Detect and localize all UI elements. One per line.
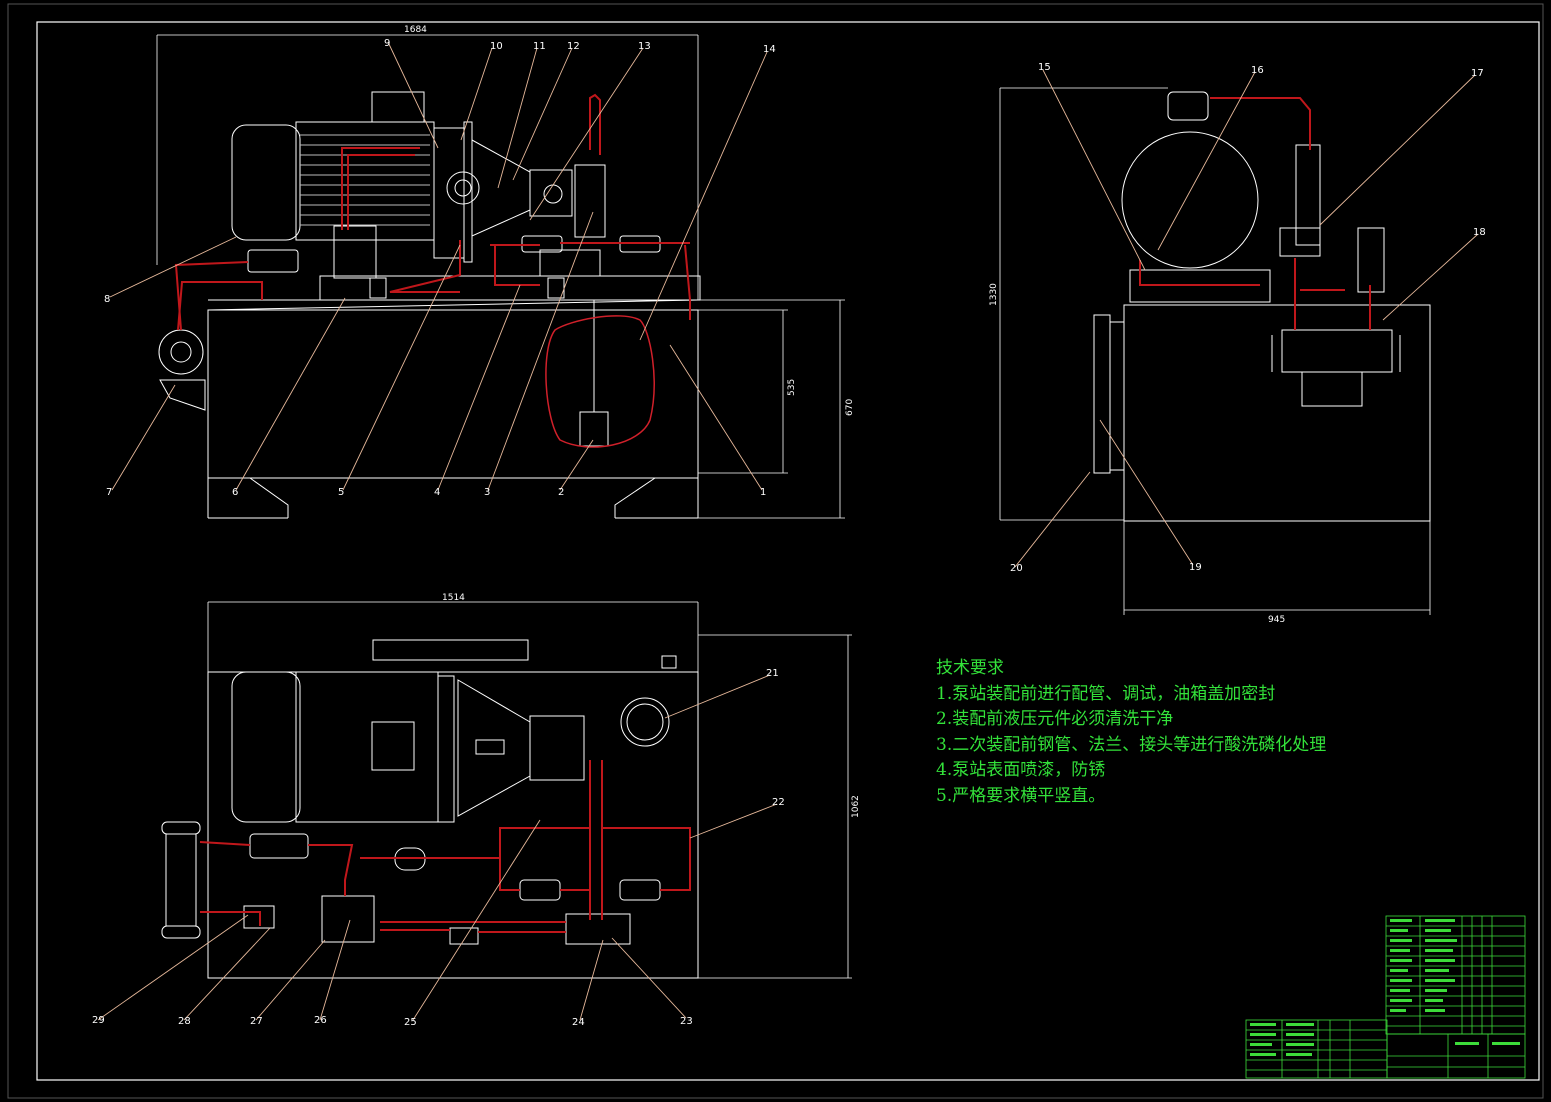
front-view-pipes: [174, 93, 691, 448]
title-block-text-marks: [1250, 919, 1520, 1056]
callout-15: 15: [1038, 62, 1051, 73]
top-view-pipes: [199, 760, 691, 933]
callout-22: 22: [772, 797, 785, 808]
dim-side-width: 945: [1268, 615, 1285, 625]
top-view: [161, 639, 699, 979]
callout-16: 16: [1251, 65, 1264, 76]
notes-title: 技术要求: [936, 658, 1004, 678]
callout-6: 6: [232, 487, 238, 498]
callout-18: 18: [1473, 227, 1486, 238]
callout-12: 12: [567, 41, 580, 52]
outer-frame: [7, 3, 1544, 1099]
drawing-border: [36, 21, 1540, 1081]
side-view: [1093, 91, 1431, 522]
technical-requirements: 技术要求 1.泵站装配前进行配管、调试，油箱盖加密封 2.装配前液压元件必须清洗…: [936, 656, 1326, 809]
callout-28: 28: [178, 1016, 191, 1027]
dim-front-tank-height: 535: [787, 379, 797, 396]
callout-23: 23: [680, 1016, 693, 1027]
side-view-dimensions: [999, 87, 1431, 615]
callout-26: 26: [314, 1015, 327, 1026]
top-view-dimensions: [207, 601, 852, 979]
note-item: 4.泵站表面喷漆，防锈: [936, 760, 1106, 780]
note-item: 1.泵站装配前进行配管、调试，油箱盖加密封: [936, 683, 1276, 704]
callout-29: 29: [92, 1015, 105, 1026]
dim-top-width: 1514: [442, 593, 465, 603]
callout-1: 1: [760, 487, 766, 498]
callout-14: 14: [763, 44, 776, 55]
front-view: [158, 91, 701, 519]
callout-8: 8: [104, 294, 110, 305]
dim-front-total-height: 670: [845, 399, 855, 416]
dim-side-height: 1330: [989, 283, 999, 306]
callout-27: 27: [250, 1016, 263, 1027]
callout-5: 5: [338, 487, 344, 498]
note-item: 3.二次装配前钢管、法兰、接头等进行酸洗磷化处理: [936, 734, 1327, 755]
callout-21: 21: [766, 668, 779, 679]
note-item: 2.装配前液压元件必须清洗干净: [936, 709, 1174, 729]
callout-24: 24: [572, 1017, 585, 1028]
callout-labels: 1 2 3 4 5 6 7 8 9 10 11 12 13 14 15 16 1…: [92, 38, 1486, 1028]
bill-of-materials: [1385, 915, 1526, 1035]
callout-9: 9: [384, 38, 390, 49]
callout-19: 19: [1189, 562, 1202, 573]
dim-top-depth: 1062: [851, 795, 861, 818]
callout-13: 13: [638, 41, 651, 52]
title-block: [1245, 1019, 1526, 1079]
front-view-dimensions: [156, 34, 845, 519]
leader-lines: [97, 41, 1479, 1021]
side-view-pipes: [1139, 97, 1371, 330]
dim-front-width: 1684: [404, 25, 427, 35]
callout-20: 20: [1010, 563, 1023, 574]
callout-17: 17: [1471, 68, 1484, 79]
callout-11: 11: [533, 41, 546, 52]
callout-2: 2: [558, 487, 564, 498]
callout-25: 25: [404, 1017, 417, 1028]
callout-10: 10: [490, 41, 503, 52]
note-item: 5.严格要求横平竖直。: [936, 785, 1106, 806]
callout-4: 4: [434, 487, 440, 498]
callout-3: 3: [484, 487, 490, 498]
callout-7: 7: [106, 487, 112, 498]
